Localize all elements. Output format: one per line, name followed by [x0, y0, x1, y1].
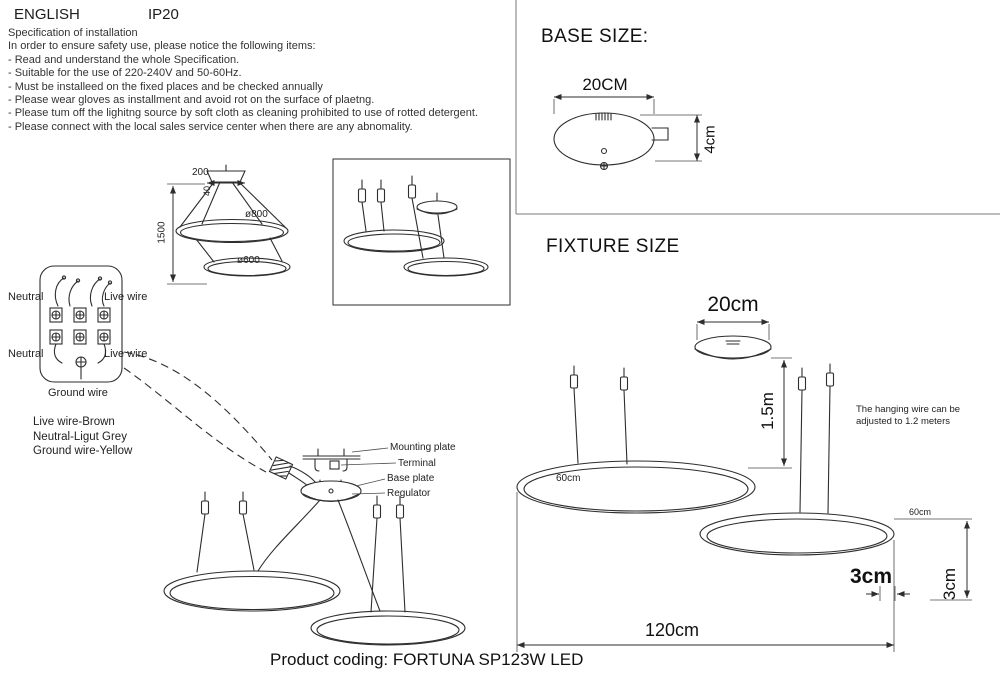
wiring-connection-dashed	[123, 351, 273, 473]
persp-ring2-inner	[407, 260, 485, 277]
terminal-label: Terminal	[398, 458, 436, 469]
ground-wire-label: Ground wire	[48, 387, 108, 399]
regulator-label: Regulator	[387, 488, 431, 499]
spec-item: - Please tum off the lighitng source by …	[8, 107, 479, 120]
base-screw	[600, 147, 608, 155]
base-plate-label: Base plate	[387, 473, 435, 484]
wiring-diagram	[39, 265, 123, 383]
wire-length-label: 1.5m	[757, 392, 777, 430]
bottom-ring1-inner	[169, 575, 335, 611]
overview-canopy-width-label: 200	[192, 167, 209, 178]
fixture-size-drawing	[516, 319, 972, 652]
wire-plug	[619, 367, 629, 391]
legend-live: Live wire-Brown	[33, 416, 115, 428]
overview-ring1-diameter-label: ø800	[245, 209, 268, 220]
base-plate-outline	[553, 112, 655, 166]
overview-perspective-drawing	[332, 158, 511, 306]
live-bottom-label: Live wire	[104, 348, 148, 360]
ip-rating-label: IP20	[148, 6, 179, 23]
base-vent-grille	[595, 112, 612, 121]
overview-front-drawing	[167, 164, 291, 285]
wire-plug	[376, 179, 386, 203]
spec-block: Specification of installation In order t…	[8, 27, 478, 134]
language-label: ENGLISH	[14, 6, 80, 23]
overview-canopy-height-label: 40	[202, 185, 213, 197]
wire-plug	[357, 179, 367, 203]
total-width-label: 120cm	[645, 620, 700, 640]
wire-plug	[407, 175, 417, 199]
legend-neutral: Neutral-Ligut Grey	[33, 430, 127, 443]
terminal-screws-row2	[51, 332, 109, 342]
wire-plug	[825, 363, 835, 387]
overview-drop-height-label: 1500	[156, 221, 168, 244]
base-ground-screw	[599, 161, 609, 171]
wire-plug	[238, 491, 248, 515]
spec-item: - Must be installeed on the fixed places…	[8, 80, 323, 93]
spec-intro: In order to ensure safety use, please no…	[8, 40, 316, 53]
gap-label: 3cm	[850, 565, 893, 588]
persp-ring1-outer	[343, 229, 445, 253]
left-ring-outer	[516, 460, 756, 514]
spec-item: - Suitable for the use of 220-240V and 5…	[8, 67, 242, 80]
bottom-ring2-outer	[310, 610, 466, 646]
wire-plug	[372, 495, 382, 519]
terminal-block	[329, 460, 340, 470]
live-top-label: Live wire	[104, 291, 148, 303]
neutral-bottom-label: Neutral	[8, 348, 44, 360]
spec-item: - Please connect with the local sales se…	[8, 120, 413, 133]
product-coding: Product coding: FORTUNA SP123W LED	[270, 650, 584, 669]
adjustment-note: The hanging wire can be adjusted to 1.2 …	[856, 404, 961, 427]
right-ring-outer	[699, 512, 895, 556]
base-size-drawing	[553, 94, 702, 171]
ground-screw	[75, 356, 87, 380]
spec-item: - Please wear gloves as installment and …	[8, 94, 375, 107]
wire-color-legend: Live wire-Brown Neutral-Ligut Grey Groun…	[33, 415, 132, 459]
neutral-top-label: Neutral	[8, 291, 44, 303]
wire-plug	[797, 367, 807, 391]
connector-block	[268, 456, 294, 480]
assembly-drawing	[268, 447, 397, 503]
bottom-ring1-outer	[163, 570, 341, 612]
fixture-canopy	[694, 335, 772, 359]
mini-ring2-inner	[207, 260, 287, 277]
base-height-label: 4cm	[701, 125, 719, 154]
bottom-ring2-inner	[316, 615, 460, 645]
overview-box-border	[332, 158, 511, 306]
fixture-size-title: FIXTURE SIZE	[546, 236, 680, 257]
mini-canopy	[206, 170, 246, 183]
junction-box-outline	[39, 265, 123, 383]
bottom-fixture-drawing	[163, 491, 466, 646]
terminal-screws-row1	[51, 310, 109, 320]
legend-ground: Ground wire-Yellow	[33, 445, 133, 457]
base-size-title: BASE SIZE:	[541, 26, 649, 47]
canopy-width-label: 20cm	[707, 293, 759, 316]
mini-ring1-inner	[179, 222, 285, 243]
wire-plug	[569, 365, 579, 389]
spec-title: Specification of installation	[8, 27, 138, 39]
overview-ring2-diameter-label: ø600	[237, 255, 260, 266]
persp-ring1-inner	[347, 233, 441, 252]
wire-plug	[395, 495, 405, 519]
base-plate-shape	[300, 480, 362, 502]
left-ring-diameter-label: 60cm	[556, 473, 581, 484]
left-ring-inner	[523, 466, 749, 512]
wire-plug	[200, 491, 210, 515]
mounting-plate-label: Mounting plate	[390, 442, 456, 453]
right-ring-diameter-label: 60cm	[909, 507, 932, 517]
right-ring-inner	[706, 518, 888, 554]
regulator-shape	[302, 493, 360, 503]
spec-item: - Read and understand the whole Specific…	[8, 53, 240, 66]
mini-ring1-outer	[175, 218, 289, 244]
mini-canopy-perspective	[416, 200, 458, 214]
base-side-tab	[651, 127, 669, 141]
tube-height-label: 3cm	[940, 567, 960, 601]
base-width-label: 20CM	[582, 75, 628, 94]
